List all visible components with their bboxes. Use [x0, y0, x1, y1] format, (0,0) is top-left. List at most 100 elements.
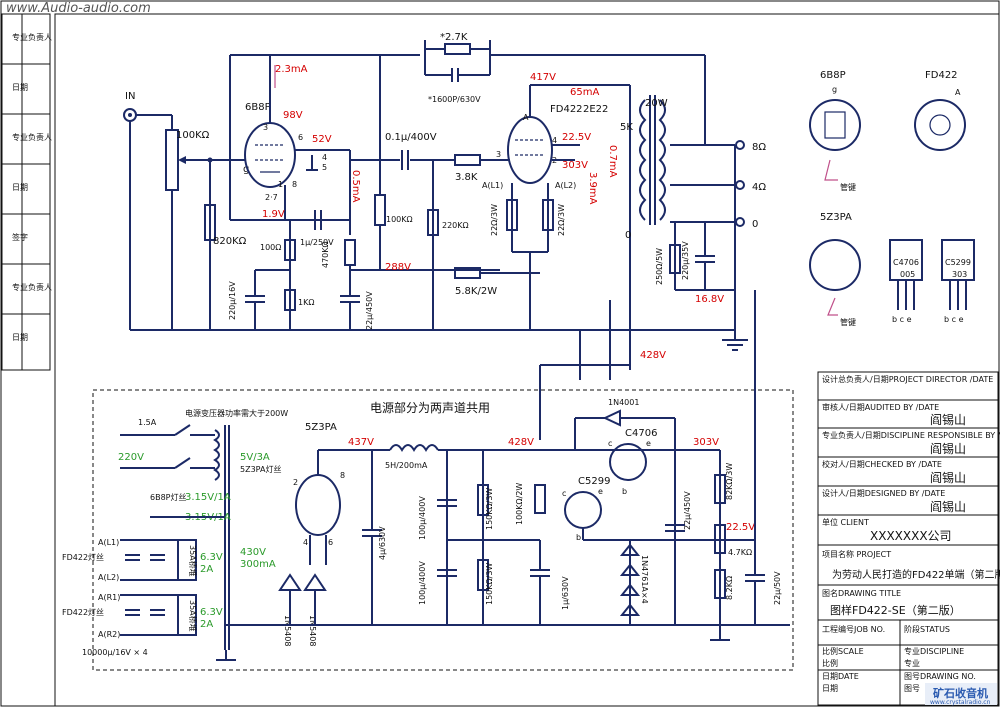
transistor-c4706-sym	[609, 443, 647, 481]
psu-title: 电源部分为两声道共用	[370, 400, 490, 415]
c100a-label: 100μ/400V	[418, 496, 427, 540]
margin-label: 日期	[12, 333, 28, 342]
tb-row-label: 校对人/日期CHECKED BY /DATE	[822, 459, 942, 469]
pin-label: 4	[552, 136, 557, 145]
tb-client-label: 单位 CLIENT	[822, 517, 869, 527]
pin-label: 6	[328, 538, 333, 547]
feedback-r-label: *2.7K	[440, 32, 468, 43]
xfmr-0-label: 0	[625, 230, 631, 241]
title-block: 设计总负责人/日期PROJECT DIRECTOR /DATE 审核人/日期AU…	[817, 371, 1000, 706]
fd-fil-a-label: FD422灯丝	[62, 552, 104, 562]
hv-current-label: 300mA	[240, 559, 276, 570]
bridge1-label: 35A桥堆	[188, 545, 198, 577]
tb-scale-label: 比例SCALE	[822, 646, 864, 656]
margin-label: 签字	[12, 232, 28, 242]
margin-label: 日期	[12, 83, 28, 92]
pin-label: 2·7	[265, 193, 278, 202]
tube1-label: 6B8P	[245, 102, 271, 113]
pin-label: 8	[292, 180, 297, 189]
bridge-1	[177, 539, 197, 581]
fuse-label: 1.5A	[138, 418, 157, 427]
ar2-label: A(R2)	[98, 630, 120, 639]
diode-1n4001	[602, 409, 621, 427]
voltage-22-5v-b: 22.5V	[726, 522, 755, 533]
pin-label: 2	[293, 478, 298, 487]
input-label: IN	[125, 91, 135, 102]
rect-tube-label: 5Z3PA	[305, 422, 337, 433]
pin-label: 4	[322, 153, 327, 162]
current-2-3ma: 2.3mA	[275, 64, 308, 75]
tr1-label: C4706	[893, 258, 919, 267]
tb-project-label: 项目名称 PROJECT	[822, 549, 891, 559]
out-4-ohm-terminal	[735, 180, 745, 190]
tr2-code: 303	[952, 270, 967, 279]
voltage-303v-b: 303V	[693, 437, 719, 448]
rect-fil-label: 5Z3PA灯丝	[240, 464, 281, 474]
d3-label: 1N4001	[608, 398, 639, 407]
bridge2-label: 35A桥堆	[188, 600, 198, 632]
pin-label: b	[622, 487, 627, 496]
tr1-pins: b c e	[892, 315, 912, 324]
r38k-label: 3.8K	[455, 172, 478, 183]
pin-label: A	[523, 113, 529, 122]
left-margin-table: 专业负责人 日期 专业负责人 日期 签字 专业负责人 日期	[1, 13, 52, 371]
r1k-label: 1KΩ	[298, 298, 314, 307]
r150a-label: 150KΩ/3W	[485, 488, 494, 530]
tb-status: 阶段STATUS	[904, 624, 950, 634]
voltage-428v-a: 428V	[640, 350, 666, 361]
c100b-label: 100μ/400V	[418, 561, 427, 605]
voltage-16-8v: 16.8V	[695, 294, 724, 305]
tq-label: C4706	[625, 428, 657, 439]
r100k2w-label: 100KΩ/2W	[515, 483, 524, 525]
r82k-label: 82KΩ/3W	[725, 463, 734, 500]
amplifier-stage: IN 100KΩ 820KΩ g 6B8P 3 6 4 5 1 8 2·7	[123, 32, 766, 440]
r22b-label: 22Ω/3W	[557, 204, 566, 236]
pin-label: e	[646, 439, 651, 448]
tube-6b8p	[244, 122, 296, 188]
tb-row-label: 专业负责人/日期DISCIPLINE RESPONSIBLE BY /DATE	[822, 430, 1000, 440]
out-8-ohm-terminal	[735, 140, 745, 150]
pin-label: c	[562, 489, 566, 498]
pin-label: c	[608, 439, 612, 448]
tb-row-value: 阎锡山	[930, 412, 966, 427]
tube-key-label: 管键	[840, 317, 856, 327]
pinout-5z3pa	[809, 239, 861, 291]
voltage-22-5v: 22.5V	[562, 132, 591, 143]
d2-label: 1N5408	[308, 615, 317, 646]
heater-5v-label: 5V/3A	[240, 452, 270, 463]
current-0-7ma: 0.7mA	[607, 145, 618, 178]
margin-label: 专业负责人	[12, 32, 52, 42]
heater-label: A(L2)	[555, 181, 576, 190]
tb-row-value: 阎锡山	[930, 470, 966, 485]
r82-label: 8.2KΩ	[725, 576, 734, 600]
tb-row-label: 审核人/日期AUDITED BY /DATE	[822, 402, 939, 412]
power-supply: 电源部分为两声道共用 电源变压器功率需大于200W 1.5A 220V 5V/3…	[62, 290, 794, 671]
voltage-288v: 288V	[385, 262, 411, 273]
out-4-label: 4Ω	[752, 182, 766, 193]
tb-drawing-title-value: 图样FD422-SE（第二版）	[830, 603, 961, 617]
psu-boundary	[92, 389, 794, 671]
margin-label: 专业负责人	[12, 282, 52, 292]
pin-label: e	[598, 487, 603, 496]
pinout-5z3pa-label: 5Z3PA	[820, 212, 852, 223]
c22-450-label: 22μ/450V	[683, 491, 692, 530]
tr1-code: 005	[900, 270, 915, 279]
pinout-pin-label: g	[832, 85, 837, 94]
drawing-frame	[54, 13, 1000, 707]
voltage-437v: 437V	[348, 437, 374, 448]
tr2-label: C5299	[945, 258, 971, 267]
tb-job-no: 工程编号JOB NO.	[822, 624, 885, 634]
pot-label: 100KΩ	[176, 130, 210, 141]
r220k-label: 220KΩ	[442, 221, 469, 230]
transistor-c5299-sym	[564, 491, 602, 529]
tb-drawing-title-label: 图名DRAWING TITLE	[822, 588, 901, 598]
r100-label: 100Ω	[260, 243, 281, 252]
corner-logo: 矿石收音机	[933, 686, 988, 700]
c1u-label: 1μ/250V	[300, 238, 334, 247]
power-switch	[174, 424, 191, 436]
caps-label: 10000μ/16V × 4	[82, 648, 148, 657]
dc2-label: 6.3V	[200, 607, 223, 618]
watermark: www.Audio-audio.com	[6, 1, 151, 16]
out-0-terminal	[735, 217, 745, 227]
tb-drawing-no-value: 图号	[904, 684, 920, 693]
